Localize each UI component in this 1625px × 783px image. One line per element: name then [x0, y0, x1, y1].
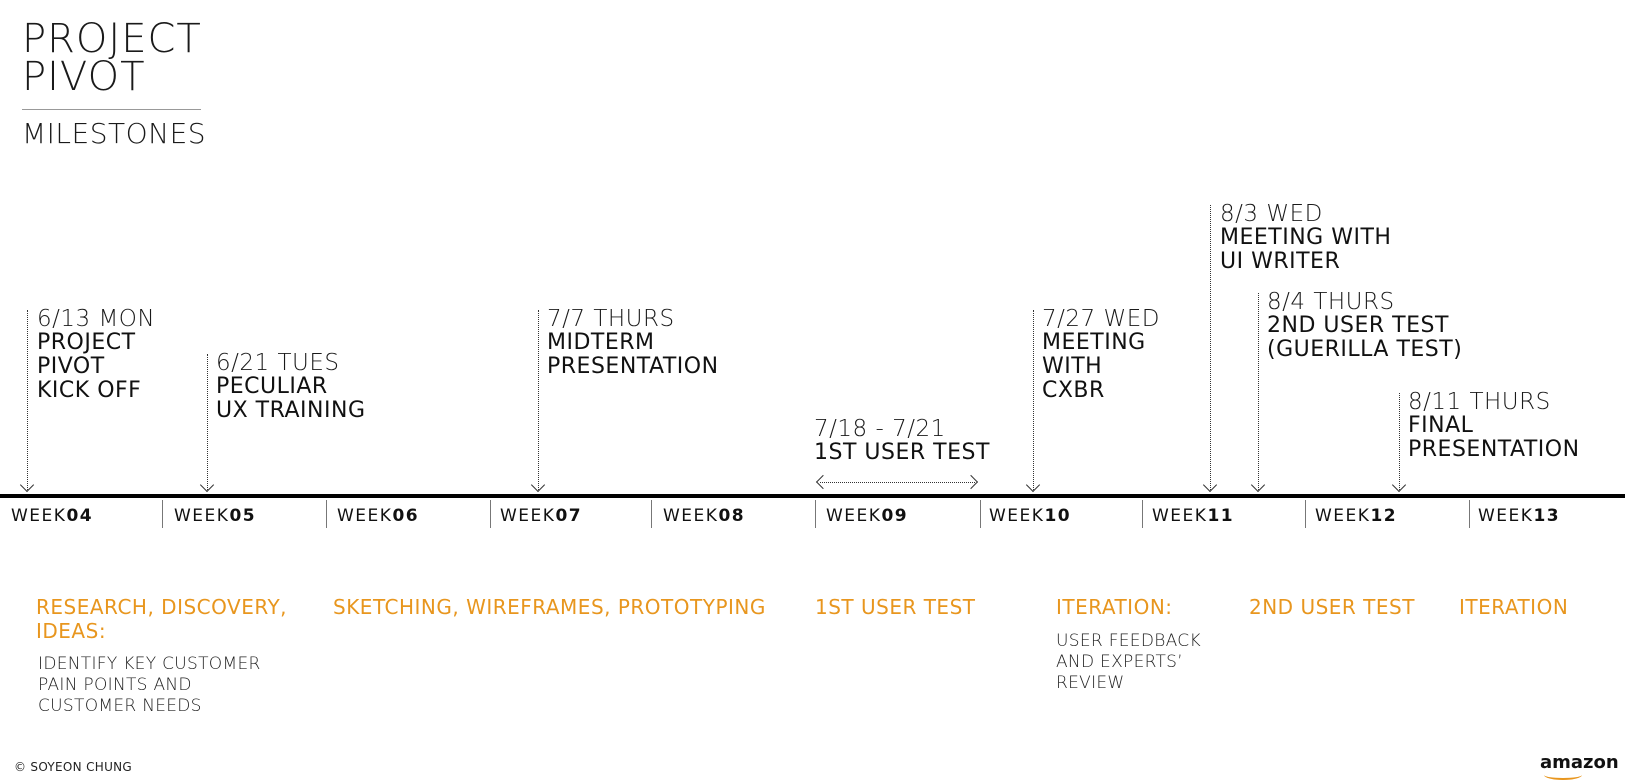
- down-arrow-icon: [1025, 477, 1041, 493]
- milestone-date: 7/27 WED: [1042, 306, 1160, 332]
- page-title: PROJECT PIVOT: [22, 16, 202, 100]
- week-divider: [1142, 500, 1143, 528]
- milestone-title: PECULIAR UX TRAINING: [216, 374, 366, 423]
- milestone-title: MIDTERM PRESENTATION: [547, 330, 719, 379]
- milestone-title: MEETING WITH CXBR: [1042, 330, 1146, 403]
- week-divider: [490, 500, 491, 528]
- milestone-date: 8/3 WED: [1220, 201, 1323, 227]
- milestone-connector: [1258, 293, 1259, 490]
- milestone-date: 6/21 TUES: [216, 350, 340, 376]
- milestone-title: FINAL PRESENTATION: [1408, 413, 1580, 462]
- down-arrow-icon: [530, 477, 546, 493]
- week-label: WEEK10: [989, 506, 1072, 526]
- milestone-date: 7/7 THURS: [547, 306, 675, 332]
- phase-label: RESEARCH, DISCOVERY, IDEAS:: [36, 595, 288, 643]
- week-label: WEEK04: [11, 506, 94, 526]
- week-label: WEEK06: [337, 506, 420, 526]
- milestone-connector: [1033, 310, 1034, 490]
- phase-description: IDENTIFY KEY CUSTOMER PAIN POINTS AND CU…: [38, 654, 261, 716]
- week-label: WEEK09: [826, 506, 909, 526]
- milestone-title: 2ND USER TEST (GUERILLA TEST): [1267, 313, 1463, 362]
- phase-description: USER FEEDBACK AND EXPERTS’ REVIEW: [1056, 631, 1201, 693]
- milestone-date: 8/11 THURS: [1408, 389, 1551, 415]
- milestone-date: 7/18 - 7/21: [814, 416, 946, 442]
- amazon-logo: amazon: [1540, 752, 1619, 773]
- week-divider: [162, 500, 163, 528]
- phase-label: 2ND USER TEST: [1249, 595, 1415, 619]
- milestone-connector: [207, 354, 208, 490]
- phase-label: SKETCHING, WIREFRAMES, PROTOTYPING: [333, 595, 766, 619]
- right-arrow-icon: [963, 474, 979, 490]
- milestone-date: 6/13 MON: [37, 306, 156, 332]
- week-label: WEEK13: [1478, 506, 1561, 526]
- milestone-connector: [1210, 205, 1211, 490]
- week-divider: [815, 500, 816, 528]
- week-label: WEEK08: [663, 506, 746, 526]
- week-divider: [1305, 500, 1306, 528]
- milestone-title: 1ST USER TEST: [814, 440, 990, 465]
- week-label: WEEK07: [500, 506, 583, 526]
- week-divider: [651, 500, 652, 528]
- milestone-title: MEETING WITH UI WRITER: [1220, 225, 1392, 274]
- milestone-connector: [1399, 393, 1400, 490]
- down-arrow-icon: [199, 477, 215, 493]
- week-divider: [1469, 500, 1470, 528]
- down-arrow-icon: [1202, 477, 1218, 493]
- down-arrow-icon: [1250, 477, 1266, 493]
- left-arrow-icon: [815, 474, 831, 490]
- milestone-connector: [538, 310, 539, 490]
- phase-label: ITERATION:: [1056, 595, 1173, 619]
- week-label: WEEK12: [1315, 506, 1398, 526]
- milestone-connector: [27, 310, 28, 490]
- copyright-notice: © SOYEON CHUNG: [14, 760, 133, 774]
- week-label: WEEK05: [174, 506, 257, 526]
- amazon-smile-icon: [1544, 770, 1582, 780]
- page-subtitle: MILESTONES: [22, 117, 207, 150]
- week-divider: [980, 500, 981, 528]
- milestone-title: PROJECT PIVOT KICK OFF: [37, 330, 142, 403]
- phase-label: 1ST USER TEST: [815, 595, 976, 619]
- down-arrow-icon: [1391, 477, 1407, 493]
- timeline-axis: [0, 494, 1625, 498]
- milestone-date: 8/4 THURS: [1267, 289, 1395, 315]
- title-divider: [22, 109, 201, 110]
- date-range-connector: [820, 482, 975, 483]
- week-divider: [326, 500, 327, 528]
- phase-label: ITERATION: [1459, 595, 1569, 619]
- down-arrow-icon: [19, 477, 35, 493]
- week-label: WEEK11: [1152, 506, 1235, 526]
